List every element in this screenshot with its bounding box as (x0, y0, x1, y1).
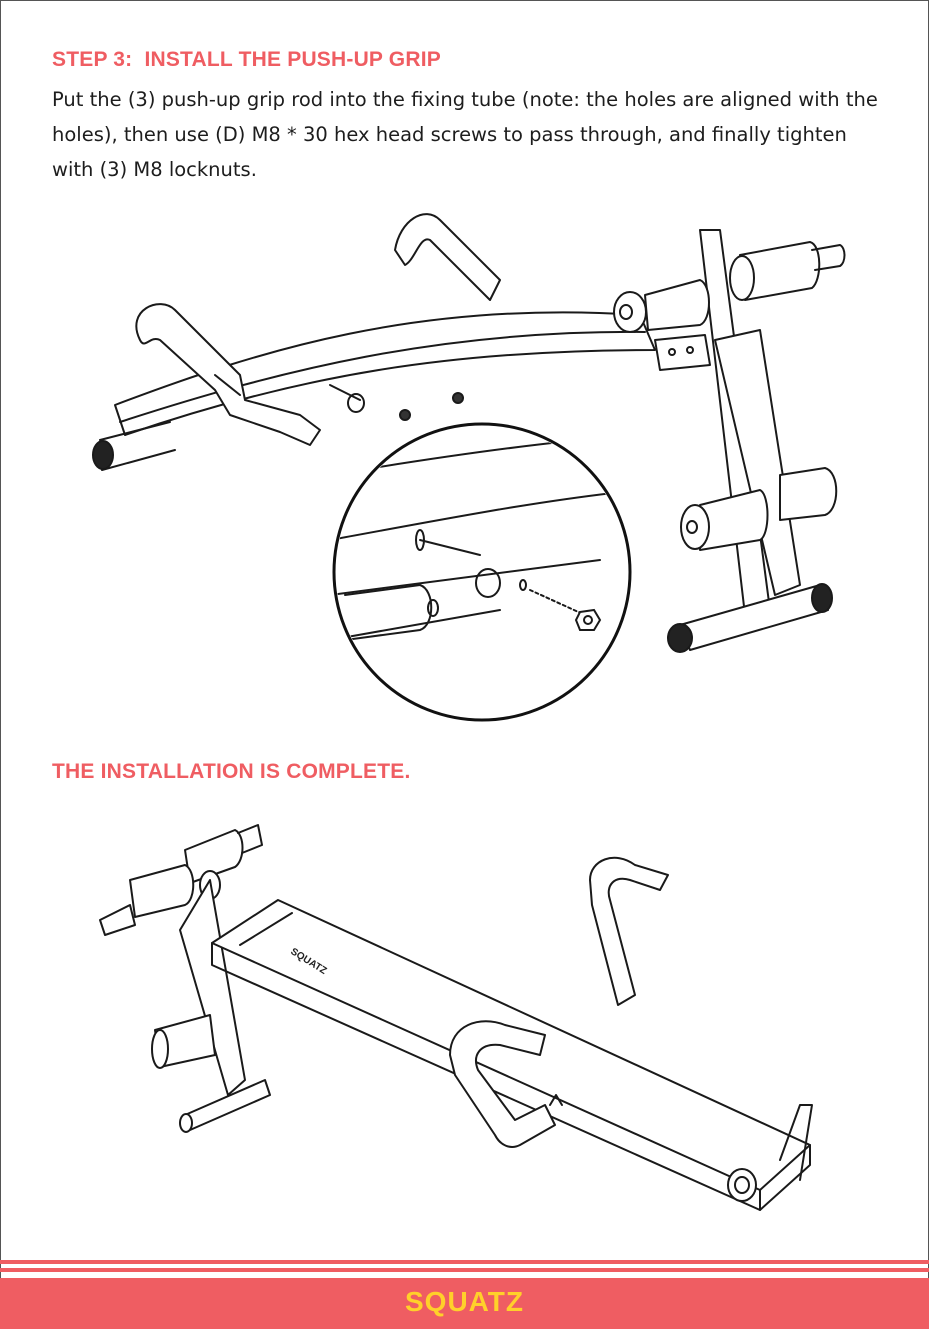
step-description: Put the (3) push-up grip rod into the fi… (52, 82, 882, 187)
footer-line (0, 1268, 929, 1272)
footer-line (0, 1260, 929, 1264)
complete-title: THE INSTALLATION IS COMPLETE. (52, 760, 411, 784)
push-up-grip-installation-diagram (0, 200, 929, 730)
step-title: STEP 3: INSTALL THE PUSH-UP GRIP (52, 48, 441, 72)
footer-brand-logo: SQUATZ (0, 1286, 929, 1318)
completed-bench-illustration: SQUATZ (0, 805, 929, 1235)
